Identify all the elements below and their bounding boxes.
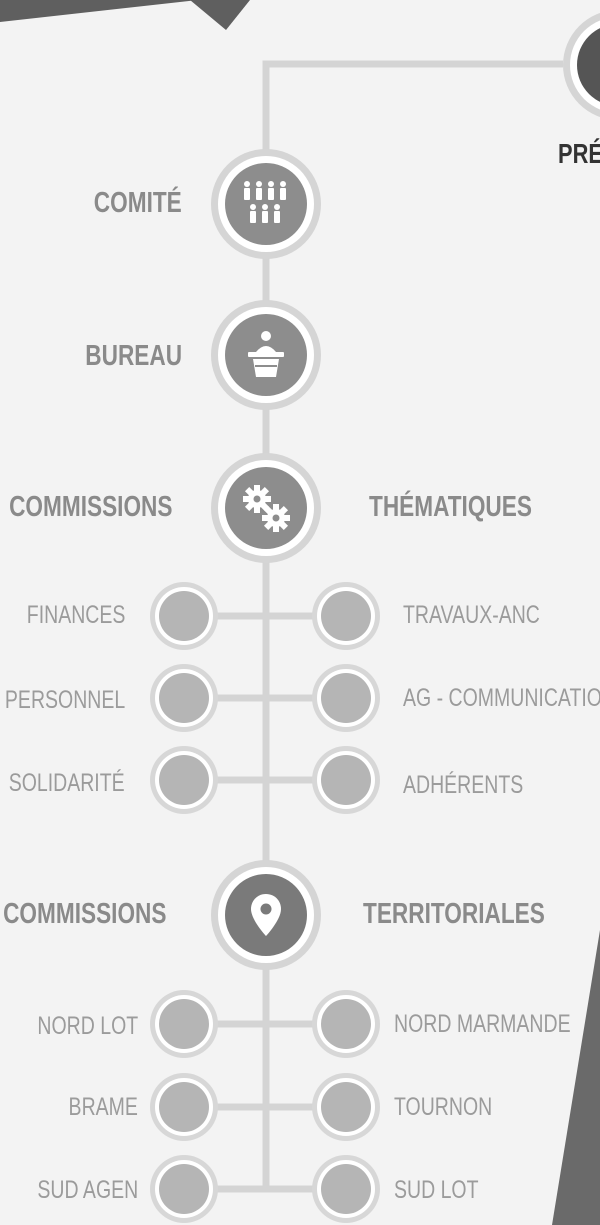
thematic-right-label: THÉMATIQUES xyxy=(369,491,532,523)
right-dark-wedge xyxy=(552,930,600,1225)
leaf-label-sud-agen: SUD AGEN xyxy=(37,1176,138,1204)
leaf-nord-lot[interactable] xyxy=(150,990,218,1058)
leaf-tournon[interactable] xyxy=(312,1073,380,1141)
leaf-finances[interactable] xyxy=(150,582,218,650)
thematic-commissions-node[interactable] xyxy=(211,453,321,563)
leaf-solidarite[interactable] xyxy=(150,746,218,814)
leaf-label-travaux-anc: TRAVAUX-ANC xyxy=(403,601,540,629)
leaf-nord-marmande[interactable] xyxy=(312,990,380,1058)
president-label: PRÉ xyxy=(558,138,600,169)
leaf-label-ag-communication: AG - COMMUNICATION xyxy=(403,684,600,712)
president-node-core xyxy=(577,28,600,102)
leaf-label-nord-lot: NORD LOT xyxy=(37,1012,138,1040)
bureau-label: BUREAU xyxy=(85,340,182,372)
leaf-label-finances: FINANCES xyxy=(26,601,125,629)
leaf-adherents[interactable] xyxy=(312,746,380,814)
leaf-travaux-anc[interactable] xyxy=(312,582,380,650)
leaf-label-solidarite: SOLIDARITÉ xyxy=(9,769,125,797)
leaf-label-adherents: ADHÉRENTS xyxy=(403,771,524,799)
top-notch-triangle xyxy=(190,0,250,30)
people-group-icon xyxy=(244,181,286,223)
leaf-label-brame: BRAME xyxy=(68,1093,138,1121)
comite-label: COMITÉ xyxy=(94,187,182,219)
leaf-sud-lot[interactable] xyxy=(312,1155,380,1223)
map-pin-icon xyxy=(251,894,281,936)
territorial-right-label: TERRITORIALES xyxy=(363,898,545,930)
leaf-ag-communication[interactable] xyxy=(312,664,380,732)
thematic-left-label: COMMISSIONS xyxy=(8,491,172,523)
leaf-label-nord-marmande: NORD MARMANDE xyxy=(394,1010,571,1038)
territorial-left-label: COMMISSIONS xyxy=(2,898,166,930)
leaf-brame[interactable] xyxy=(150,1073,218,1141)
bureau-node[interactable] xyxy=(211,300,321,410)
top-banner-shape xyxy=(0,0,198,22)
leaf-sud-agen[interactable] xyxy=(150,1155,218,1223)
gears-icon xyxy=(243,485,290,532)
leaf-label-sud-lot: SUD LOT xyxy=(394,1176,479,1204)
territorial-commissions-node[interactable] xyxy=(211,860,321,970)
comite-node[interactable] xyxy=(211,149,321,259)
podium-speaker-icon xyxy=(248,331,284,377)
leaf-personnel[interactable] xyxy=(150,664,218,732)
leaf-label-personnel: PERSONNEL xyxy=(4,686,125,714)
leaf-label-tournon: TOURNON xyxy=(394,1093,493,1121)
